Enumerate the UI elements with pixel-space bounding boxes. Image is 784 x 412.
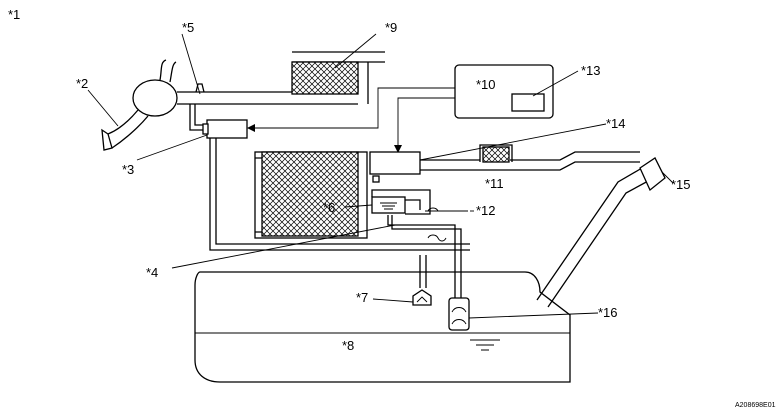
leader-lines	[87, 33, 674, 319]
roll-over-valve	[412, 289, 432, 306]
callout-4: *4	[146, 265, 158, 280]
callout-10: *10	[476, 77, 496, 92]
callout-5: *5	[182, 20, 194, 35]
charcoal-canister	[254, 151, 368, 239]
intake-manifold	[291, 51, 385, 95]
canister-pump-module	[369, 151, 421, 183]
mil-lamp	[511, 93, 545, 112]
ecm-unit	[454, 64, 554, 119]
vapor-pressure-sensor	[371, 189, 468, 215]
callout-8: *8	[342, 338, 354, 353]
image-code: A208698E01	[735, 402, 776, 409]
fuel-tank	[194, 271, 571, 383]
figure-label: *1	[8, 7, 20, 22]
callout-7: *7	[356, 290, 368, 305]
callout-13: *13	[581, 63, 601, 78]
callout-12: *12	[476, 203, 496, 218]
callout-3: *3	[122, 162, 134, 177]
callout-6: *6	[323, 200, 335, 215]
fuel-filler-pipe	[536, 157, 666, 308]
evap-hoses	[209, 138, 470, 298]
callout-11: *11	[485, 176, 504, 191]
purge-port	[189, 83, 207, 131]
callout-9: *9	[385, 20, 397, 35]
purge-vsv	[202, 119, 248, 139]
ecm-signal-lines	[247, 87, 455, 153]
fresh-air-line	[420, 144, 640, 171]
callout-15: *15	[671, 177, 691, 192]
callout-16: *16	[598, 305, 618, 320]
callout-2: *2	[76, 76, 88, 91]
air-intake-duct	[101, 59, 178, 151]
callout-14: *14	[606, 116, 626, 131]
fuel-cutoff-valve	[448, 297, 470, 331]
